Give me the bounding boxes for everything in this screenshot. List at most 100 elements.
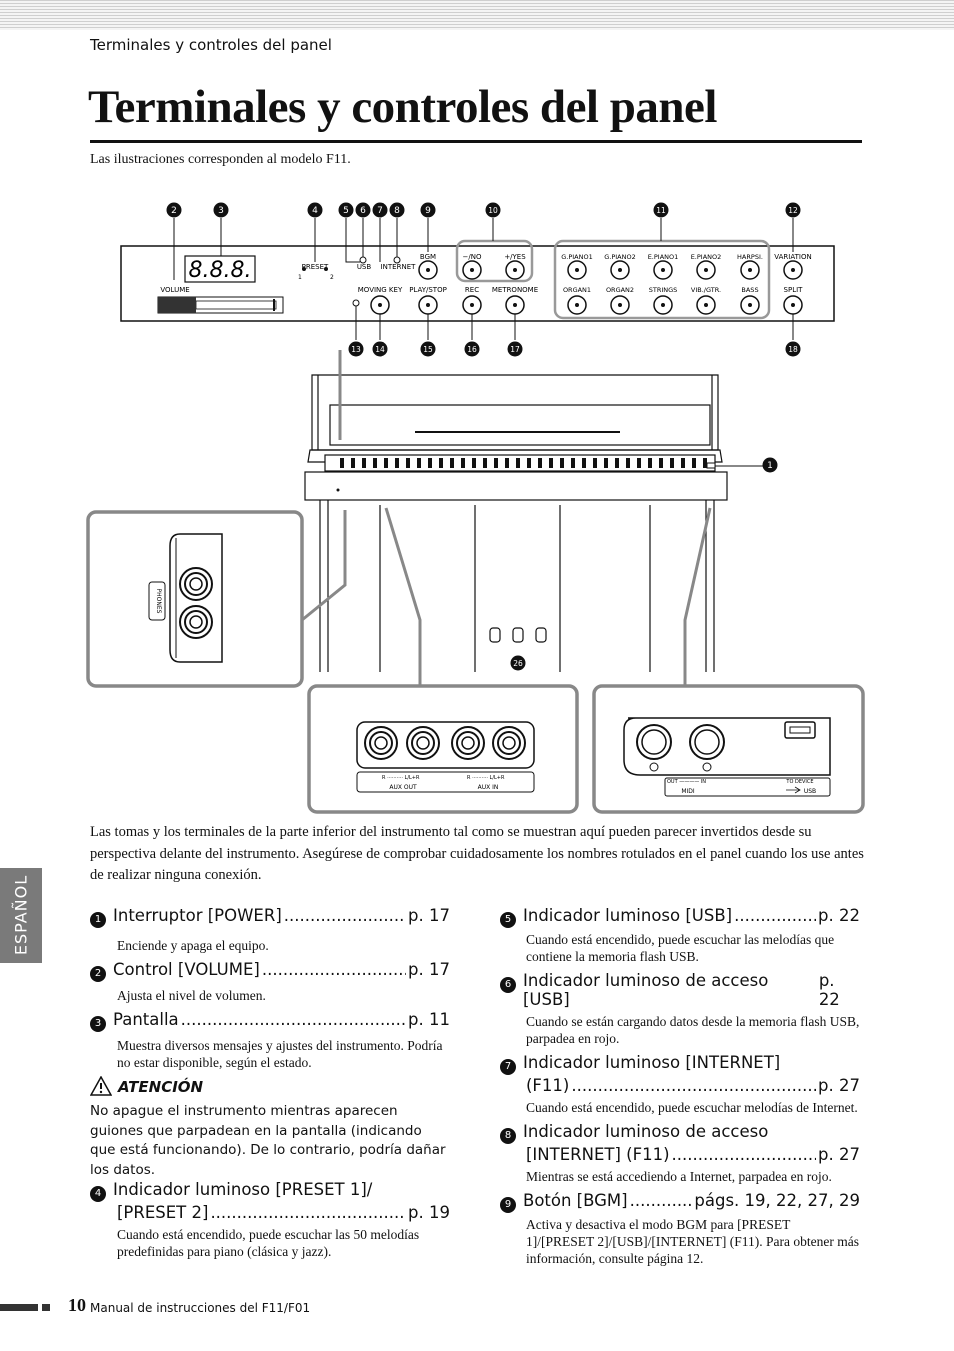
voice-button (610, 260, 630, 280)
black-key (692, 458, 696, 468)
callout-number: 13 (351, 345, 361, 354)
callout-5 (338, 202, 354, 218)
item-3-heading: 3Pantallap. 11 (90, 1010, 450, 1032)
black-key (384, 458, 388, 468)
item-5-desc: Cuando está encendido, puede escuchar la… (526, 932, 835, 964)
voice-button (610, 295, 630, 315)
svg-text:METRONOME: METRONOME (492, 286, 538, 294)
item-4-desc: Cuando está encendido, puede escuchar la… (117, 1227, 420, 1259)
black-key (593, 458, 597, 468)
display-window (184, 255, 256, 283)
svg-text:TO DEVICE: TO DEVICE (785, 779, 813, 785)
svg-text:R ·········· L/L+R: R ·········· L/L+R (382, 775, 420, 781)
item-8-desc: Mientras se está accediendo a Internet, … (526, 1169, 832, 1184)
callout-number: 17 (510, 345, 520, 354)
callout-number: 11 (656, 206, 666, 215)
preset-label: PRESET (302, 263, 329, 271)
voice-button (653, 260, 673, 280)
callout-12 (785, 202, 801, 218)
black-key (681, 458, 685, 468)
callout-1 (762, 457, 778, 473)
black-key (494, 458, 498, 468)
black-key (560, 458, 564, 468)
black-key (362, 458, 366, 468)
item-1-desc: Enciende y apaga el equipo. (117, 938, 269, 953)
voice-label: ORGAN1 (563, 286, 591, 294)
page-title: Terminales y controles del panel (88, 81, 717, 133)
svg-text:PLAY/STOP: PLAY/STOP (409, 286, 447, 294)
callout-15 (420, 341, 436, 357)
black-key (604, 458, 608, 468)
black-key (505, 458, 509, 468)
svg-text:MOVING KEY: MOVING KEY (358, 286, 403, 294)
black-key (395, 458, 399, 468)
voice-label: VIB./GTR. (691, 286, 721, 294)
callout-number: 10 (488, 206, 498, 215)
callout-number: 8 (394, 206, 400, 216)
item-9-desc: Activa y desactiva el modo BGM para [PRE… (526, 1217, 859, 1266)
callout-4 (307, 202, 323, 218)
title-rule (90, 140, 862, 143)
black-key (615, 458, 619, 468)
callout-10 (485, 202, 501, 218)
voice-buttons-highlight (553, 239, 771, 320)
svg-text:OUT ———— IN: OUT ———— IN (667, 779, 706, 785)
warning-text: No apague el instrumento mientras aparec… (90, 1103, 446, 1178)
callout-11 (653, 202, 669, 218)
no-yes-highlight (455, 239, 534, 283)
voice-label: E.PIANO2 (691, 253, 722, 261)
bgm-label: BGM (420, 253, 436, 261)
voice-label: HARPSI. (737, 253, 763, 261)
black-key (527, 458, 531, 468)
intro-paragraph: Las tomas y los terminales de la parte i… (90, 824, 864, 883)
display-digits: 8.8.8. (189, 258, 252, 283)
item-7-desc: Cuando está encendido, puede escuchar me… (526, 1100, 858, 1115)
black-key (373, 458, 377, 468)
callout-number: 14 (375, 345, 385, 354)
voice-label: STRINGS (649, 286, 678, 294)
callout-8 (389, 202, 405, 218)
voice-button (567, 260, 587, 280)
manual-title: Manual de instrucciones del F11/F01 (90, 1301, 311, 1315)
voice-button (740, 295, 760, 315)
aux-in-label: AUX IN (478, 784, 499, 791)
callout-3 (213, 202, 229, 218)
black-key (406, 458, 410, 468)
callout-number: 6 (360, 206, 366, 216)
voice-button (696, 260, 716, 280)
warning-block: ATENCIÓN No apague el instrumento mientr… (90, 1076, 450, 1180)
callout-14 (372, 341, 388, 357)
running-header: Terminales y controles del panel (90, 36, 332, 54)
svg-text:2: 2 (330, 274, 334, 281)
warning-label: ATENCIÓN (118, 1078, 204, 1096)
black-key (439, 458, 443, 468)
black-key (428, 458, 432, 468)
piano-drawing (304, 374, 728, 672)
callout-9 (420, 202, 436, 218)
svg-text:R ·········· L/L+R: R ·········· L/L+R (467, 775, 505, 781)
svg-text:−/NO: −/NO (463, 253, 482, 261)
voice-button (696, 295, 716, 315)
callout-number: 4 (312, 206, 318, 216)
svg-text:REC: REC (465, 286, 479, 294)
black-key (417, 458, 421, 468)
voice-button (740, 260, 760, 280)
black-key (450, 458, 454, 468)
callout-7 (372, 202, 388, 218)
black-key (461, 458, 465, 468)
callout-number: 1 (767, 461, 773, 471)
callout-13 (348, 341, 364, 357)
callout-16 (464, 341, 480, 357)
page-subtitle: Las ilustraciones corresponden al modelo… (90, 152, 351, 167)
language-side-tab: ESPAÑOL (0, 868, 42, 963)
voice-label: G.PIANO2 (604, 253, 636, 261)
voice-label: ORGAN2 (606, 286, 634, 294)
callout-number: 26 (513, 659, 523, 668)
callout-2 (166, 202, 182, 218)
